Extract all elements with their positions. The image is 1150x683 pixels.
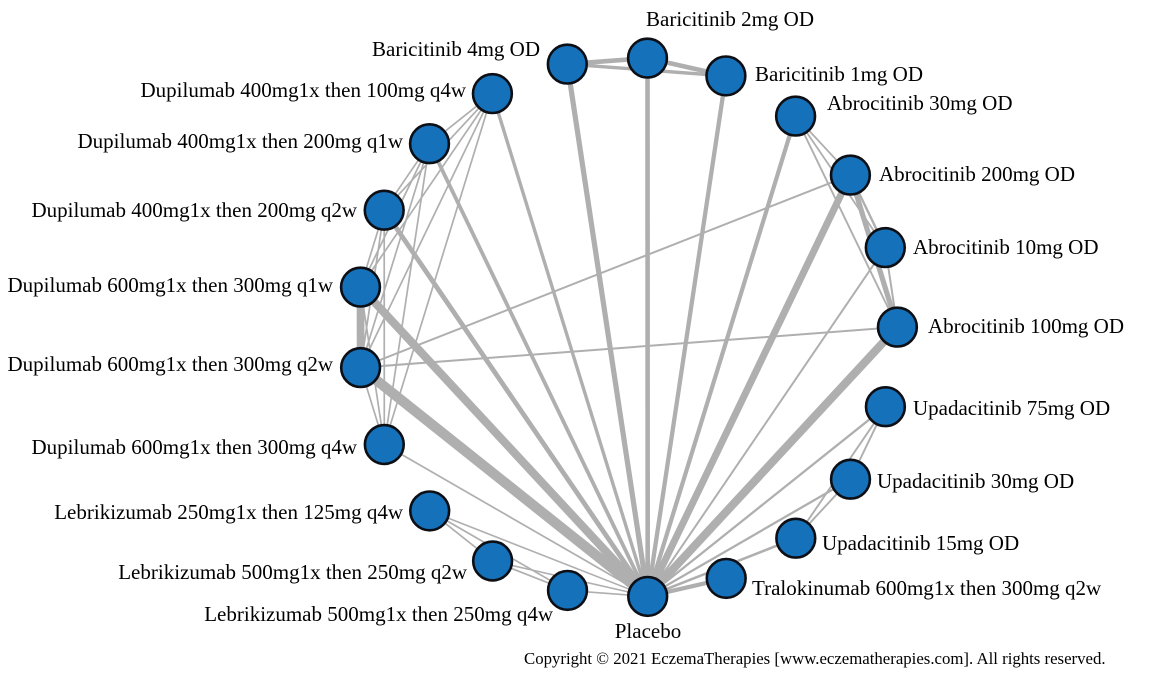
svg-text:Placebo: Placebo <box>615 619 681 643</box>
svg-text:Abrocitinib 200mg OD: Abrocitinib 200mg OD <box>879 162 1075 186</box>
svg-text:Abrocitinib 100mg OD: Abrocitinib 100mg OD <box>928 314 1124 338</box>
svg-text:Upadacitinib 15mg OD: Upadacitinib 15mg OD <box>822 531 1019 555</box>
svg-text:Abrocitinib 10mg OD: Abrocitinib 10mg OD <box>913 235 1098 259</box>
svg-text:Upadacitinib 30mg OD: Upadacitinib 30mg OD <box>877 469 1074 493</box>
svg-text:Lebrikizumab 500mg1x then 250m: Lebrikizumab 500mg1x then 250mg q4w <box>204 602 554 626</box>
svg-text:Dupilumab 400mg1x then 100mg q: Dupilumab 400mg1x then 100mg q4w <box>141 78 467 102</box>
svg-text:Abrocitinib 30mg OD: Abrocitinib 30mg OD <box>827 91 1012 115</box>
svg-text:Copyright © 2021 EczemaTherapi: Copyright © 2021 EczemaTherapies [www.ec… <box>524 649 1106 668</box>
svg-text:Dupilumab 600mg1x then 300mg q: Dupilumab 600mg1x then 300mg q1w <box>8 273 334 297</box>
svg-text:Dupilumab 600mg1x then 300mg q: Dupilumab 600mg1x then 300mg q2w <box>8 352 334 376</box>
svg-text:Dupilumab 400mg1x then 200mg q: Dupilumab 400mg1x then 200mg q2w <box>32 198 358 222</box>
svg-text:Lebrikizumab 250mg1x then 125m: Lebrikizumab 250mg1x then 125mg q4w <box>54 500 404 524</box>
svg-text:Baricitinib 2mg OD: Baricitinib 2mg OD <box>646 7 814 31</box>
svg-text:Baricitinib 1mg OD: Baricitinib 1mg OD <box>755 62 923 86</box>
svg-text:Tralokinumab 600mg1x then 300m: Tralokinumab 600mg1x then 300mg q2w <box>752 576 1102 600</box>
svg-text:Dupilumab 400mg1x then 200mg q: Dupilumab 400mg1x then 200mg q1w <box>78 129 404 153</box>
svg-text:Lebrikizumab 500mg1x then 250m: Lebrikizumab 500mg1x then 250mg q2w <box>118 560 468 584</box>
svg-text:Baricitinib 4mg OD: Baricitinib 4mg OD <box>372 37 540 61</box>
svg-text:Upadacitinib 75mg OD: Upadacitinib 75mg OD <box>913 396 1110 420</box>
svg-text:Dupilumab 600mg1x then 300mg q: Dupilumab 600mg1x then 300mg q4w <box>32 435 358 459</box>
